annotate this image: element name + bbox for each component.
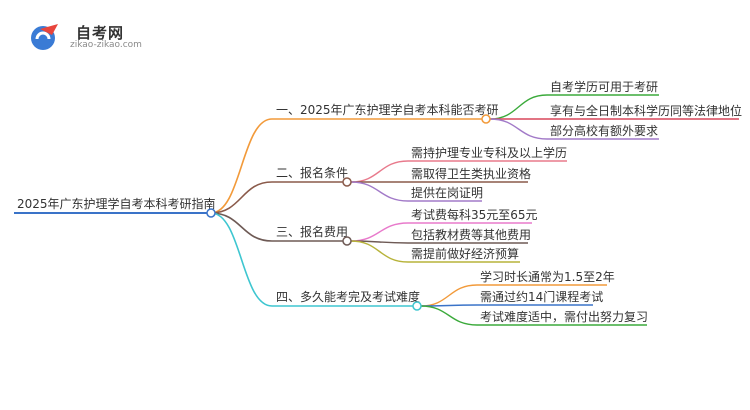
leaf-label: 享有与全日制本科学历同等法律地位 xyxy=(550,103,742,118)
branch-connector xyxy=(210,118,273,214)
logo-name: 自考网 xyxy=(76,24,125,42)
branch-connector xyxy=(210,212,273,242)
leaf-label: 包括教材费等其他费用 xyxy=(411,227,531,242)
leaf-connector xyxy=(350,222,409,242)
root-node-circle xyxy=(206,208,216,218)
leaf-label: 需提前做好经济预算 xyxy=(411,246,519,261)
root-label: 2025年广东护理学自考本科考研指南 xyxy=(17,196,216,211)
branch-node-circle xyxy=(412,301,422,311)
leaf-connector xyxy=(420,305,478,326)
leaf-label: 学习时长通常为1.5至2年 xyxy=(480,269,615,284)
branch-label: 二、报名条件 xyxy=(276,165,348,180)
leaf-connector xyxy=(420,284,478,307)
branch-node-circle xyxy=(342,236,352,246)
branch-node-circle xyxy=(342,177,352,187)
leaf-connector xyxy=(489,118,548,140)
leaf-label: 需取得卫生类执业资格 xyxy=(411,166,531,181)
logo-url: zikao-zikao.com xyxy=(70,40,142,50)
site-logo[interactable]: 自考网 zikao-zikao.com xyxy=(28,20,188,54)
leaf-label: 需通过约14门课程考试 xyxy=(480,289,603,304)
leaf-label: 考试费每科35元至65元 xyxy=(411,207,538,222)
leaf-connector xyxy=(489,94,548,120)
leaf-connector xyxy=(350,160,409,183)
leaf-label: 自考学历可用于考研 xyxy=(550,79,658,94)
graduation-cap-icon xyxy=(31,24,58,50)
branch-label: 四、多久能考完及考试难度 xyxy=(276,289,420,304)
branch-node-circle xyxy=(481,114,491,124)
leaf-label: 需持护理专业专科及以上学历 xyxy=(411,145,567,160)
branch-label: 一、2025年广东护理学自考本科能否考研 xyxy=(276,102,499,117)
branch-connector xyxy=(210,181,273,214)
leaf-label: 提供在岗证明 xyxy=(411,185,483,200)
leaf-label: 部分高校有额外要求 xyxy=(550,123,658,138)
branch-connector xyxy=(210,212,273,307)
leaf-label: 考试难度适中，需付出努力复习 xyxy=(480,309,648,324)
leaf-connector xyxy=(350,240,409,263)
branch-label: 三、报名费用 xyxy=(276,224,348,239)
leaf-connector xyxy=(350,181,409,202)
